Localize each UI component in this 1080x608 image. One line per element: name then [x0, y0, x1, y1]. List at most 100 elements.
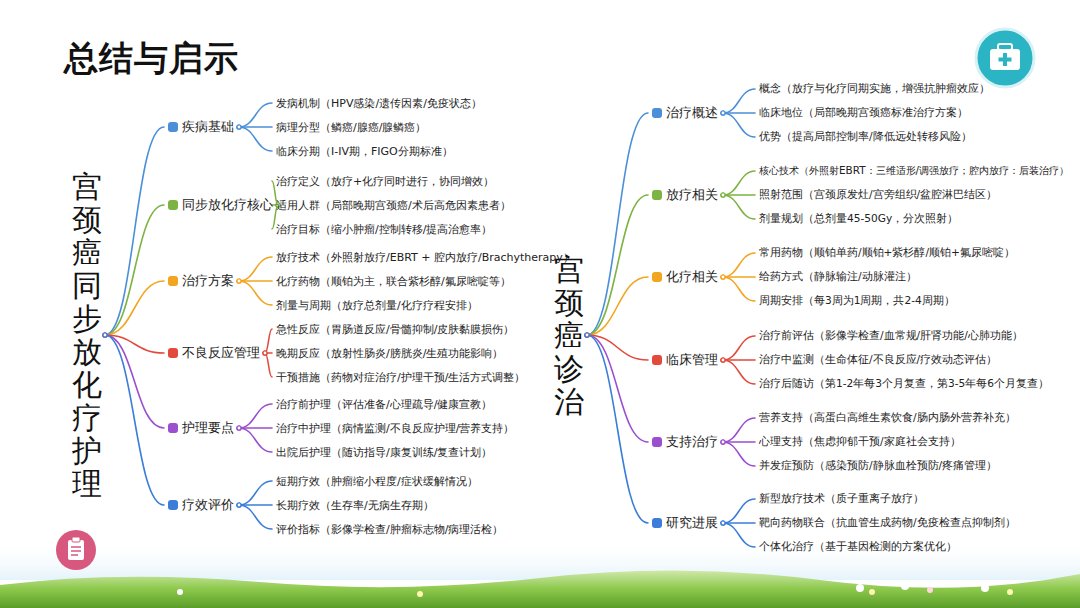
branch-connector [239, 127, 272, 151]
branch-connector [239, 404, 272, 428]
topic-text: 治疗中护理（病情监测/不良反应护理/营养支持） [276, 422, 514, 435]
connector-dot [237, 279, 241, 283]
topic-text: 临床分期（I-IV期，FIGO分期标准） [276, 145, 453, 158]
topic-text: 临床管理 [666, 352, 718, 369]
leaf-topic: 核心技术（外照射EBRT：三维适形/调强放疗；腔内放疗：后装治疗） [757, 163, 1071, 179]
connector-dot [585, 333, 589, 337]
branch-icon [168, 423, 178, 433]
leaf-topic: 放疗技术（外照射放疗/EBRT + 腔内放疗/Brachytherapy） [274, 249, 576, 266]
leaf-topic: 适用人群（局部晚期宫颈癌/术后高危因素患者） [274, 197, 513, 214]
leaf-topic: 临床分期（I-IV期，FIGO分期标准） [274, 143, 455, 160]
branch-topic: 不良反应管理 [166, 344, 262, 363]
branch-connector [587, 195, 648, 335]
branch-connector [723, 171, 755, 195]
branch-connector [723, 442, 755, 466]
branch-connector [265, 329, 272, 353]
connector-dot [263, 351, 267, 355]
connector-dot [721, 358, 725, 362]
branch-connector [239, 103, 272, 127]
topic-text: 不良反应管理 [182, 345, 260, 362]
root-topic: 宫颈癌同步放化疗护理 [72, 170, 102, 500]
connector-dot [721, 521, 725, 525]
branch-connector [105, 335, 164, 428]
topic-text: 护理要点 [182, 420, 234, 437]
connector-dot [103, 333, 107, 337]
topic-text: 新型放疗技术（质子重离子放疗） [759, 492, 924, 504]
topic-text: 放疗相关 [666, 187, 718, 204]
branch-connector [239, 505, 272, 529]
branch-connector [105, 205, 164, 335]
topic-text: 照射范围（宫颈原发灶/宫旁组织/盆腔淋巴结区） [759, 188, 997, 200]
leaf-topic: 周期安排（每3周为1周期，共2-4周期） [757, 293, 957, 309]
connector-dot [721, 440, 725, 444]
leaf-topic: 评价指标（影像学检查/肿瘤标志物/病理活检） [274, 521, 505, 538]
topic-text: 研究进展 [666, 515, 718, 532]
topic-text: 治疗前护理（评估准备/心理疏导/健康宣教） [276, 398, 492, 411]
connector-dot [103, 333, 107, 337]
topic-text: 治疗概述 [666, 105, 718, 122]
connector-dot [237, 503, 241, 507]
topic-text: 短期疗效（肿瘤缩小程度/症状缓解情况） [276, 475, 478, 488]
connector-dot [585, 333, 589, 337]
topic-text: 长期疗效（生存率/无病生存期） [276, 499, 434, 512]
branch-icon [652, 108, 662, 118]
leaf-topic: 剂量规划（总剂量45-50Gy，分次照射） [757, 211, 960, 227]
branch-connector [723, 253, 755, 277]
connector-dot [263, 351, 267, 355]
connector-dot [237, 503, 241, 507]
branch-icon [168, 122, 178, 132]
topic-text: 并发症预防（感染预防/静脉血栓预防/疼痛管理） [759, 459, 997, 471]
connector-dot [721, 111, 725, 115]
topic-text: 心理支持（焦虑抑郁干预/家庭社会支持） [759, 435, 961, 447]
leaf-topic: 优势（提高局部控制率/降低远处转移风险） [757, 129, 974, 145]
topic-text: 评价指标（影像学检查/肿瘤标志物/病理活检） [276, 523, 503, 536]
branch-connector [723, 277, 755, 301]
connector-dot [237, 426, 241, 430]
root-topic: 宫颈癌诊治 [554, 253, 584, 418]
leaf-topic: 个体化治疗（基于基因检测的方案优化） [757, 539, 959, 555]
connector-dot [721, 193, 725, 197]
sky-fade [0, 540, 1080, 580]
branch-topic: 治疗概述 [650, 104, 720, 123]
topic-text: 常用药物（顺铂单药/顺铂+紫杉醇/顺铂+氟尿嘧啶） [759, 246, 1015, 258]
topic-text: 出院后护理（随访指导/康复训练/复查计划） [276, 446, 492, 459]
leaf-topic: 发病机制（HPV感染/遗传因素/免疫状态） [274, 95, 484, 112]
connector-dot [721, 111, 725, 115]
leaf-topic: 短期疗效（肿瘤缩小程度/症状缓解情况） [274, 473, 480, 490]
branch-icon [168, 200, 178, 210]
branch-topic: 同步放化疗核心 [166, 196, 275, 215]
connector-dot [721, 193, 725, 197]
connector-dot [237, 426, 241, 430]
leaf-topic: 新型放疗技术（质子重离子放疗） [757, 491, 926, 507]
branch-icon [652, 518, 662, 528]
branch-icon [168, 348, 178, 358]
leaf-topic: 剂量与周期（放疗总剂量/化疗疗程安排） [274, 297, 480, 314]
branch-connector [723, 499, 755, 523]
connector-dot [103, 333, 107, 337]
branch-connector [587, 113, 648, 335]
branch-topic: 疾病基础 [166, 118, 236, 137]
connector-dot [237, 125, 241, 129]
topic-text: 个体化治疗（基于基因检测的方案优化） [759, 540, 957, 552]
connector-dot [237, 125, 241, 129]
branch-connector [105, 127, 164, 335]
connector-dot [103, 333, 107, 337]
connector-dot [721, 440, 725, 444]
branch-connector [239, 481, 272, 505]
leaf-topic: 治疗中监测（生命体征/不良反应/疗效动态评估） [757, 352, 999, 368]
leaf-topic: 治疗定义（放疗+化疗同时进行，协同增效） [274, 173, 496, 190]
topic-text: 概念（放疗与化疗同期实施，增强抗肿瘤效应） [759, 82, 990, 94]
topic-text: 急性反应（胃肠道反应/骨髓抑制/皮肤黏膜损伤） [276, 323, 514, 336]
connector-dot [237, 125, 241, 129]
leaf-topic: 治疗中护理（病情监测/不良反应护理/营养支持） [274, 420, 516, 437]
leaf-topic: 概念（放疗与化疗同期实施，增强抗肿瘤效应） [757, 81, 992, 97]
topic-text: 治疗后随访（第1-2年每3个月复查，第3-5年每6个月复查） [759, 377, 1049, 389]
topic-text: 临床地位（局部晚期宫颈癌标准治疗方案） [759, 106, 968, 118]
branch-connector [105, 281, 164, 335]
topic-text: 核心技术（外照射EBRT：三维适形/调强放疗；腔内放疗：后装治疗） [759, 164, 1069, 176]
branch-connector [265, 353, 272, 377]
connector-dot [237, 279, 241, 283]
leaf-topic: 治疗前护理（评估准备/心理疏导/健康宣教） [274, 396, 494, 413]
connector-dot [721, 521, 725, 525]
leaf-topic: 化疗药物（顺铂为主，联合紫杉醇/氟尿嘧啶等） [274, 273, 513, 290]
